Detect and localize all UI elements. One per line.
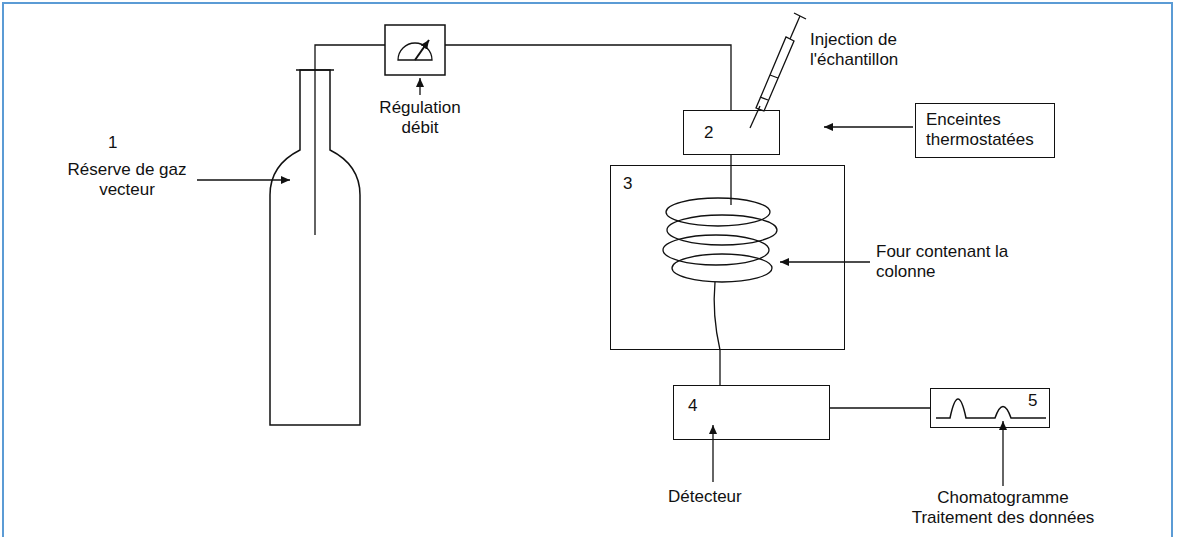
leader-arrow bbox=[780, 261, 870, 262]
part-label: Détecteur bbox=[668, 487, 778, 507]
gauge-needle bbox=[415, 40, 429, 60]
flow-regulator bbox=[385, 25, 445, 75]
chromatogram-box: 5 bbox=[930, 388, 1050, 428]
callout-number: 5 bbox=[1028, 391, 1037, 411]
connector-line bbox=[730, 155, 731, 165]
leader-arrow bbox=[197, 179, 290, 180]
box-label: Enceintes thermostatées bbox=[926, 110, 1044, 151]
gas-tube bbox=[315, 45, 385, 235]
connector-line bbox=[719, 350, 720, 385]
gauge-dial bbox=[398, 43, 432, 60]
leader-arrow bbox=[419, 78, 420, 95]
oven-box: 3 bbox=[610, 165, 845, 350]
page-frame bbox=[3, 3, 1172, 537]
callout-number: 2 bbox=[704, 123, 713, 143]
part-label: Injection de l'échantillon bbox=[810, 30, 930, 71]
leader-arrow bbox=[824, 126, 913, 127]
callout-number: 1 bbox=[108, 133, 138, 153]
part-label: Réserve de gaz vecteur bbox=[62, 160, 192, 201]
thermostat-box: Enceintes thermostatées bbox=[915, 103, 1055, 158]
column-coil bbox=[663, 165, 777, 350]
part-label: Chomatogramme Traitement des données bbox=[903, 488, 1103, 529]
callout-number: 3 bbox=[623, 174, 632, 194]
part-label: Four contenant la colonne bbox=[876, 242, 1021, 283]
leader-arrow bbox=[712, 425, 713, 482]
callout-number: 4 bbox=[688, 396, 697, 416]
part-label: Régulation débit bbox=[370, 98, 470, 139]
leader-arrow bbox=[1002, 421, 1003, 486]
gas-line bbox=[445, 45, 731, 110]
injector-box: 2 bbox=[683, 110, 780, 155]
detector-box: 4 bbox=[673, 385, 830, 440]
connector-line bbox=[830, 407, 930, 408]
